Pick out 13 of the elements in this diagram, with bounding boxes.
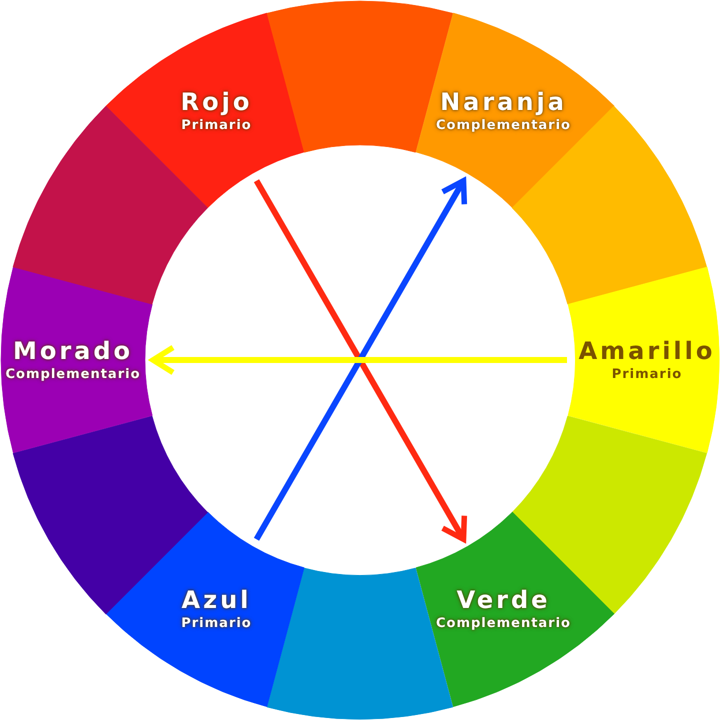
color-name: Azul: [182, 584, 252, 615]
color-category: Complementario: [436, 117, 571, 136]
color-category: Complementario: [436, 614, 571, 633]
arrow: [150, 344, 567, 376]
color-name: Rojo: [180, 87, 252, 118]
color-name: Naranja: [440, 87, 567, 118]
color-category: Primario: [181, 614, 252, 633]
color-category: Primario: [181, 117, 252, 136]
color-name: Morado: [12, 336, 134, 366]
color-category: Primario: [612, 366, 682, 384]
color-name: Amarillo: [578, 336, 716, 366]
color-name: Verde: [456, 584, 550, 615]
color-category: Complementario: [6, 366, 140, 384]
